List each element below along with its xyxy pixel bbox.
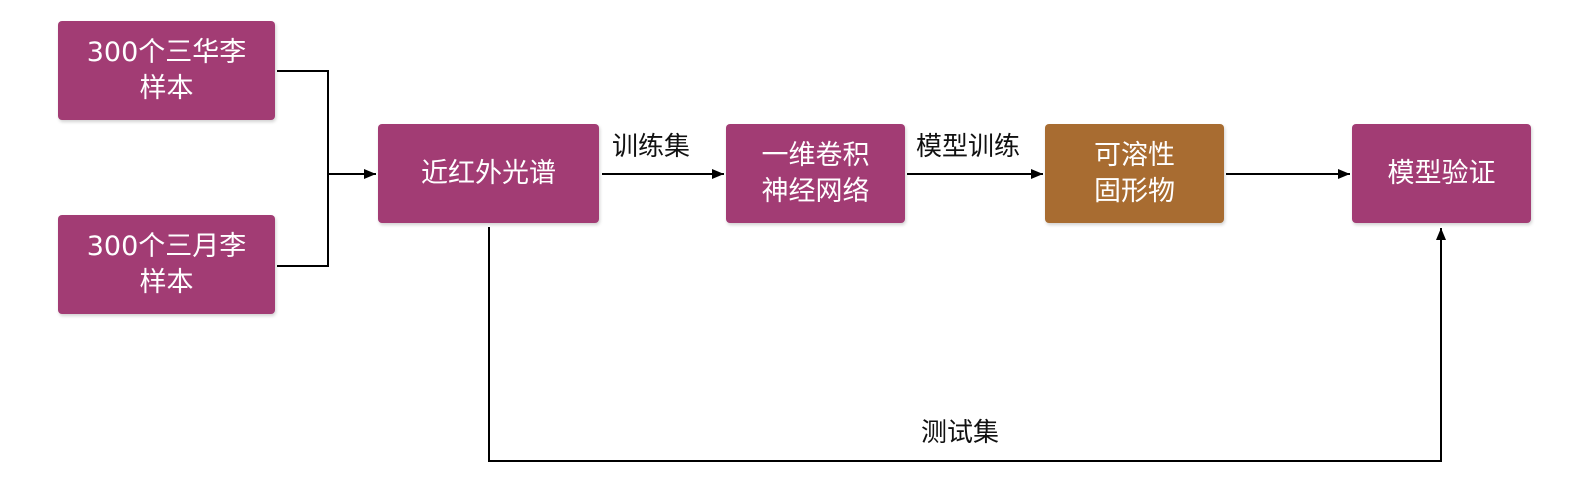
node-1d-cnn-line1: 一维卷积 bbox=[761, 139, 870, 171]
node-1d-cnn: 一维卷积 神经网络 bbox=[726, 124, 905, 223]
edge-label-model-training: 模型训练 bbox=[916, 132, 1021, 162]
edge-label-test-set: 测试集 bbox=[921, 418, 1000, 448]
node-sample-hua-line1: 300个三华李 bbox=[86, 36, 247, 68]
node-soluble-solids: 可溶性 固形物 bbox=[1045, 124, 1224, 223]
node-model-validation: 模型验证 bbox=[1352, 124, 1531, 223]
node-model-validation-label: 模型验证 bbox=[1387, 157, 1496, 189]
edge-nir-to-validation-test bbox=[488, 227, 1446, 462]
node-sample-hua-line2: 样本 bbox=[139, 72, 194, 104]
node-sample-yue-line1: 300个三月李 bbox=[86, 230, 247, 262]
node-sample-yue: 300个三月李 样本 bbox=[58, 215, 275, 314]
node-sample-hua: 300个三华李 样本 bbox=[58, 21, 275, 120]
node-sample-yue-line2: 样本 bbox=[139, 266, 194, 298]
node-nir-spectrum: 近红外光谱 bbox=[378, 124, 599, 223]
node-soluble-solids-line2: 固形物 bbox=[1094, 175, 1175, 207]
edge-sample-hua-merge bbox=[277, 70, 329, 267]
node-soluble-solids-line1: 可溶性 bbox=[1094, 139, 1175, 171]
node-nir-spectrum-label: 近红外光谱 bbox=[421, 157, 556, 189]
node-1d-cnn-line2: 神经网络 bbox=[761, 175, 870, 207]
edge-label-train-set: 训练集 bbox=[612, 132, 691, 162]
